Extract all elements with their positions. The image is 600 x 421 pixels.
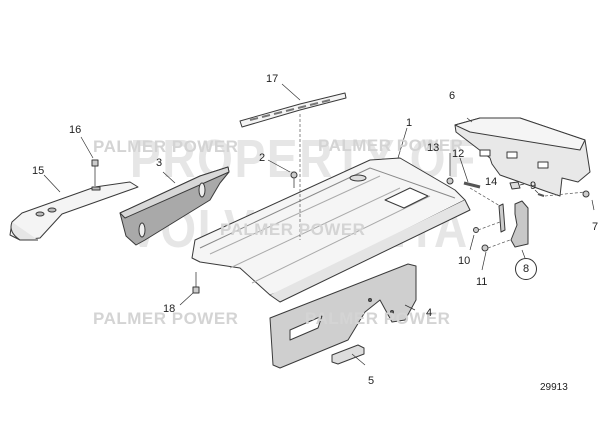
callout-5: 5 xyxy=(368,375,375,387)
stud-part-12 xyxy=(463,181,481,189)
floor-tray-part-1 xyxy=(191,157,471,303)
bracket-plate-part-3 xyxy=(119,166,230,246)
bolt-part-11 xyxy=(481,244,489,252)
callout-14: 14 xyxy=(485,176,498,188)
screw-part-9 xyxy=(537,193,545,197)
callout-3: 3 xyxy=(156,157,163,169)
callout-18: 18 xyxy=(163,303,176,315)
cover-plate-part-15 xyxy=(9,181,139,241)
callout-2: 2 xyxy=(259,152,266,164)
side-bracket-part-4 xyxy=(269,263,417,369)
callout-15: 15 xyxy=(32,165,45,177)
callout-10: 10 xyxy=(458,255,471,267)
rubber-block-part-5 xyxy=(331,344,365,365)
callout-17: 17 xyxy=(266,73,279,85)
callout-4: 4 xyxy=(426,307,433,319)
callout-8-circled: 8 xyxy=(515,258,537,280)
watermark-palmer-power: PALMER POWER xyxy=(220,220,366,239)
bolt-part-7 xyxy=(582,190,590,198)
watermark-palmer-power: PALMER POWER xyxy=(318,136,464,155)
bolt-part-18 xyxy=(192,272,200,294)
callout-7: 7 xyxy=(592,221,599,233)
callout-13: 13 xyxy=(427,142,440,154)
callout-11: 11 xyxy=(476,276,488,288)
bolt-part-16 xyxy=(91,159,99,186)
bracket-assembly-part-8 xyxy=(498,200,529,248)
watermark-palmer-power: PALMER POWER xyxy=(305,309,451,328)
callout-12: 12 xyxy=(452,148,465,160)
watermark-palmer-power: PALMER POWER xyxy=(93,309,239,328)
decal-strip-part-17 xyxy=(239,92,347,128)
figure-number: 29913 xyxy=(540,382,568,393)
front-bracket-part-6 xyxy=(454,117,591,197)
nut-part-13 xyxy=(446,177,454,185)
callout-1: 1 xyxy=(406,117,413,129)
callout-6: 6 xyxy=(449,90,456,102)
nut-part-10 xyxy=(473,227,479,233)
callout-9: 9 xyxy=(530,180,537,192)
callout-16: 16 xyxy=(69,124,82,136)
pad-part-14 xyxy=(509,181,521,190)
bolt-part-2 xyxy=(290,171,298,188)
watermark-palmer-power: PALMER POWER xyxy=(93,137,239,156)
